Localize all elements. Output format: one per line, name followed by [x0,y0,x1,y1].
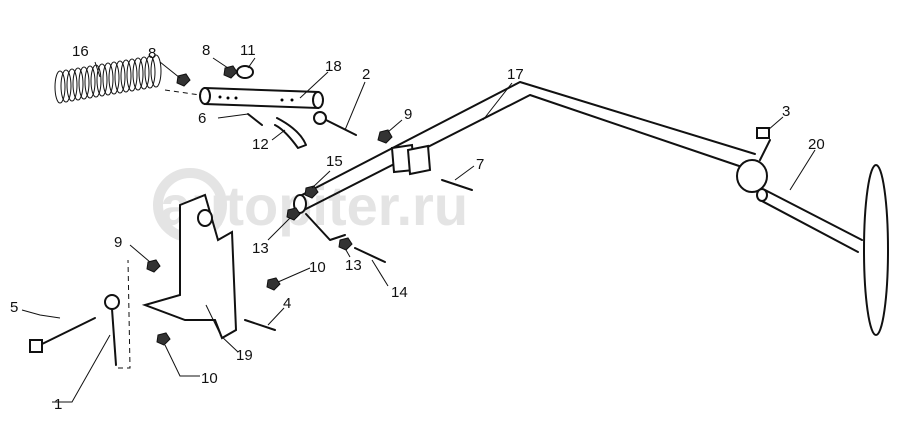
nut-part-9 [377,129,393,144]
callout-10: 10 [309,259,326,276]
callout-9: 9 [114,234,122,251]
callout-5: 5 [10,299,18,316]
handle-part-20 [756,164,889,336]
nut-part-13 [338,237,353,251]
bolt-head-part-3 [756,127,770,139]
nut-part-9 [146,259,161,273]
callout-16: 16 [72,43,89,60]
washer-part-11 [236,65,254,79]
callout-2: 2 [362,66,370,83]
eyebolt-part-1 [104,259,131,369]
nut-part-8 [176,73,191,87]
lever-part-17 [293,81,768,241]
callout-17: 17 [507,66,524,83]
spring-part-16 [54,54,201,104]
callout-12: 12 [252,136,269,153]
callout-1: 1 [54,396,62,413]
nut-part-8 [223,65,238,79]
callout-20: 20 [808,136,825,153]
nut-part-10 [156,332,171,346]
callout-7: 7 [476,156,484,173]
bolt-part-3 [759,139,771,161]
leader-lines [21,57,816,403]
callout-10: 10 [201,370,218,387]
nut-part-13 [286,207,301,221]
bolt-part-7 [441,179,473,191]
callout-8: 8 [148,45,156,62]
bolt-head-part-5 [29,339,43,353]
callout-8: 8 [202,42,210,59]
bolt-part-6 [247,113,263,126]
bolt-part-5 [39,317,96,346]
tube-part-18 [199,86,324,110]
callout-15: 15 [326,153,343,170]
nut-part-10 [266,277,281,291]
callout-9: 9 [404,106,412,123]
callout-6: 6 [198,110,206,127]
callout-11: 11 [240,42,256,59]
bolt-part-4 [244,319,276,331]
callout-13: 13 [252,240,269,257]
pin-part-14 [354,247,386,263]
bolt-part-2 [313,111,357,136]
callout-3: 3 [782,103,790,120]
bracket-part-19 [141,193,238,340]
pin-part-12 [274,117,307,149]
callout-4: 4 [283,295,291,312]
callout-13: 13 [345,257,362,274]
callout-19: 19 [236,347,253,364]
nut-part-15 [304,185,319,199]
callout-14: 14 [391,284,408,301]
callout-18: 18 [325,58,342,75]
